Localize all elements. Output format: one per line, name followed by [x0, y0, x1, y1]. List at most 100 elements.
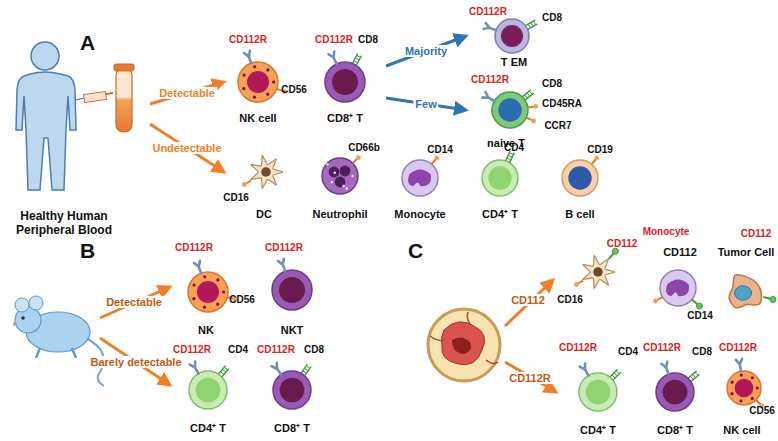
- drawing-part: [526, 118, 531, 121]
- cell-illustration: [640, 224, 714, 322]
- marker-label: CD66b: [348, 142, 380, 154]
- cell-drawing: [325, 52, 365, 102]
- drawing-part: [266, 93, 269, 96]
- marker-label: CD4: [618, 346, 638, 358]
- cell-drawing: [482, 151, 518, 196]
- drawing-part: [100, 287, 170, 318]
- drawing-part: [751, 397, 754, 400]
- surface-marker: [653, 297, 662, 303]
- drawing-part: [568, 166, 591, 189]
- drawing-part: [734, 286, 751, 300]
- marker-label: CD4: [504, 142, 524, 154]
- drawing-part: [507, 158, 511, 160]
- drawing-part: [197, 281, 219, 303]
- drawing-part: [727, 371, 761, 405]
- drawing-part: [334, 172, 336, 174]
- cell-drawing: [656, 362, 699, 411]
- drawing-part: [194, 261, 201, 273]
- drawing-part: [484, 23, 496, 30]
- cell-node: DCCD16: [224, 145, 296, 225]
- drawing-part: [15, 298, 29, 312]
- marker-label: CD8: [304, 344, 324, 356]
- drawing-part: [653, 299, 658, 304]
- cell-node: Healthy Human Peripheral Blood: [5, 25, 150, 250]
- drawing-part: [325, 62, 365, 102]
- drawing-part: [612, 375, 615, 378]
- cd112r-receptor: [194, 261, 201, 273]
- drawing-part: [531, 23, 533, 27]
- marker-label: CD56: [749, 405, 775, 417]
- drawing-part: [203, 275, 206, 278]
- cell-name: CD8⁺ T: [274, 422, 310, 435]
- cell-drawing: [579, 363, 621, 411]
- tumor-figure: [428, 309, 500, 381]
- drawing-part: [482, 92, 494, 101]
- drawing-part: [224, 367, 227, 370]
- cell-name: DC: [256, 208, 272, 221]
- drawing-part: [739, 399, 742, 402]
- marker-label: CD45RA: [542, 98, 582, 110]
- panel-letter: C: [408, 239, 423, 263]
- flow-arrows: [100, 280, 556, 392]
- cell-node: CD4⁺ TCD4: [464, 145, 538, 225]
- cell-node: CD112CD16: [556, 236, 636, 316]
- arrow-label: Detectable: [104, 296, 164, 308]
- cell-drawing: [272, 259, 312, 310]
- marker-label: CCR7: [544, 120, 571, 132]
- cell-drawing: [272, 363, 311, 409]
- drawing-part: [251, 155, 283, 188]
- drawing-part: [656, 373, 694, 411]
- cell-drawing: [402, 156, 439, 196]
- drawing-part: [751, 376, 754, 379]
- drawing-part: [756, 386, 759, 389]
- marker-label: CD8: [692, 346, 712, 358]
- drawing-part: [192, 297, 195, 300]
- drawing-part: [356, 155, 361, 160]
- marker-label: CD56: [229, 294, 255, 306]
- drawing-part: [190, 361, 199, 373]
- drawing-part: [355, 58, 359, 60]
- coreceptor-ladder: [522, 90, 533, 100]
- drawing-part: [353, 159, 357, 163]
- drawing-part: [402, 160, 438, 196]
- edge-label: Few: [413, 98, 438, 110]
- drawing-part: [242, 182, 247, 187]
- syringe: [76, 92, 113, 103]
- cell-node: naive TCD112RCD8CD45RACCR7: [466, 74, 582, 150]
- marker-label: CD14: [427, 144, 453, 156]
- drawing-part: [574, 282, 579, 287]
- drawing-part: [614, 373, 617, 376]
- drawing-part: [525, 95, 528, 98]
- cell-node: B cellCD19: [544, 145, 618, 225]
- marker-label: CD112R: [265, 242, 303, 254]
- cell-name: NK cell: [723, 424, 760, 437]
- drawing-part: [690, 376, 693, 379]
- marker-label: CD8: [542, 12, 562, 24]
- cd112r-receptor: [190, 361, 199, 373]
- marker-label: CD56: [281, 84, 307, 96]
- drawing-part: [222, 290, 225, 293]
- cell-drawing: [482, 90, 538, 128]
- marker-label: CD112R: [469, 6, 507, 18]
- drawing-part: [657, 297, 662, 300]
- cell-drawing: [562, 156, 599, 196]
- drawing-part: [116, 68, 132, 132]
- surface-marker: [574, 281, 583, 287]
- drawing-part: [616, 371, 619, 374]
- drawing-part: [31, 42, 59, 70]
- marker-label: CD112R: [175, 242, 213, 254]
- drawing-part: [13, 322, 17, 326]
- cell-drawing: [238, 51, 287, 102]
- marker-label: CD112R: [229, 34, 267, 46]
- drawing-part: [280, 378, 305, 403]
- marker-label: CD112R: [719, 342, 757, 354]
- drawing-part: [505, 280, 553, 326]
- cell-node: NKCD112RCD56: [172, 238, 254, 338]
- coreceptor-ladder: [352, 54, 361, 66]
- cell-node: CD8⁺ TCD112RCD8: [640, 338, 712, 440]
- arrow-label: Barely detectable: [88, 356, 183, 368]
- drawing-part: [29, 296, 43, 310]
- drawing-part: [452, 337, 471, 354]
- edge-label: Majority: [403, 45, 449, 57]
